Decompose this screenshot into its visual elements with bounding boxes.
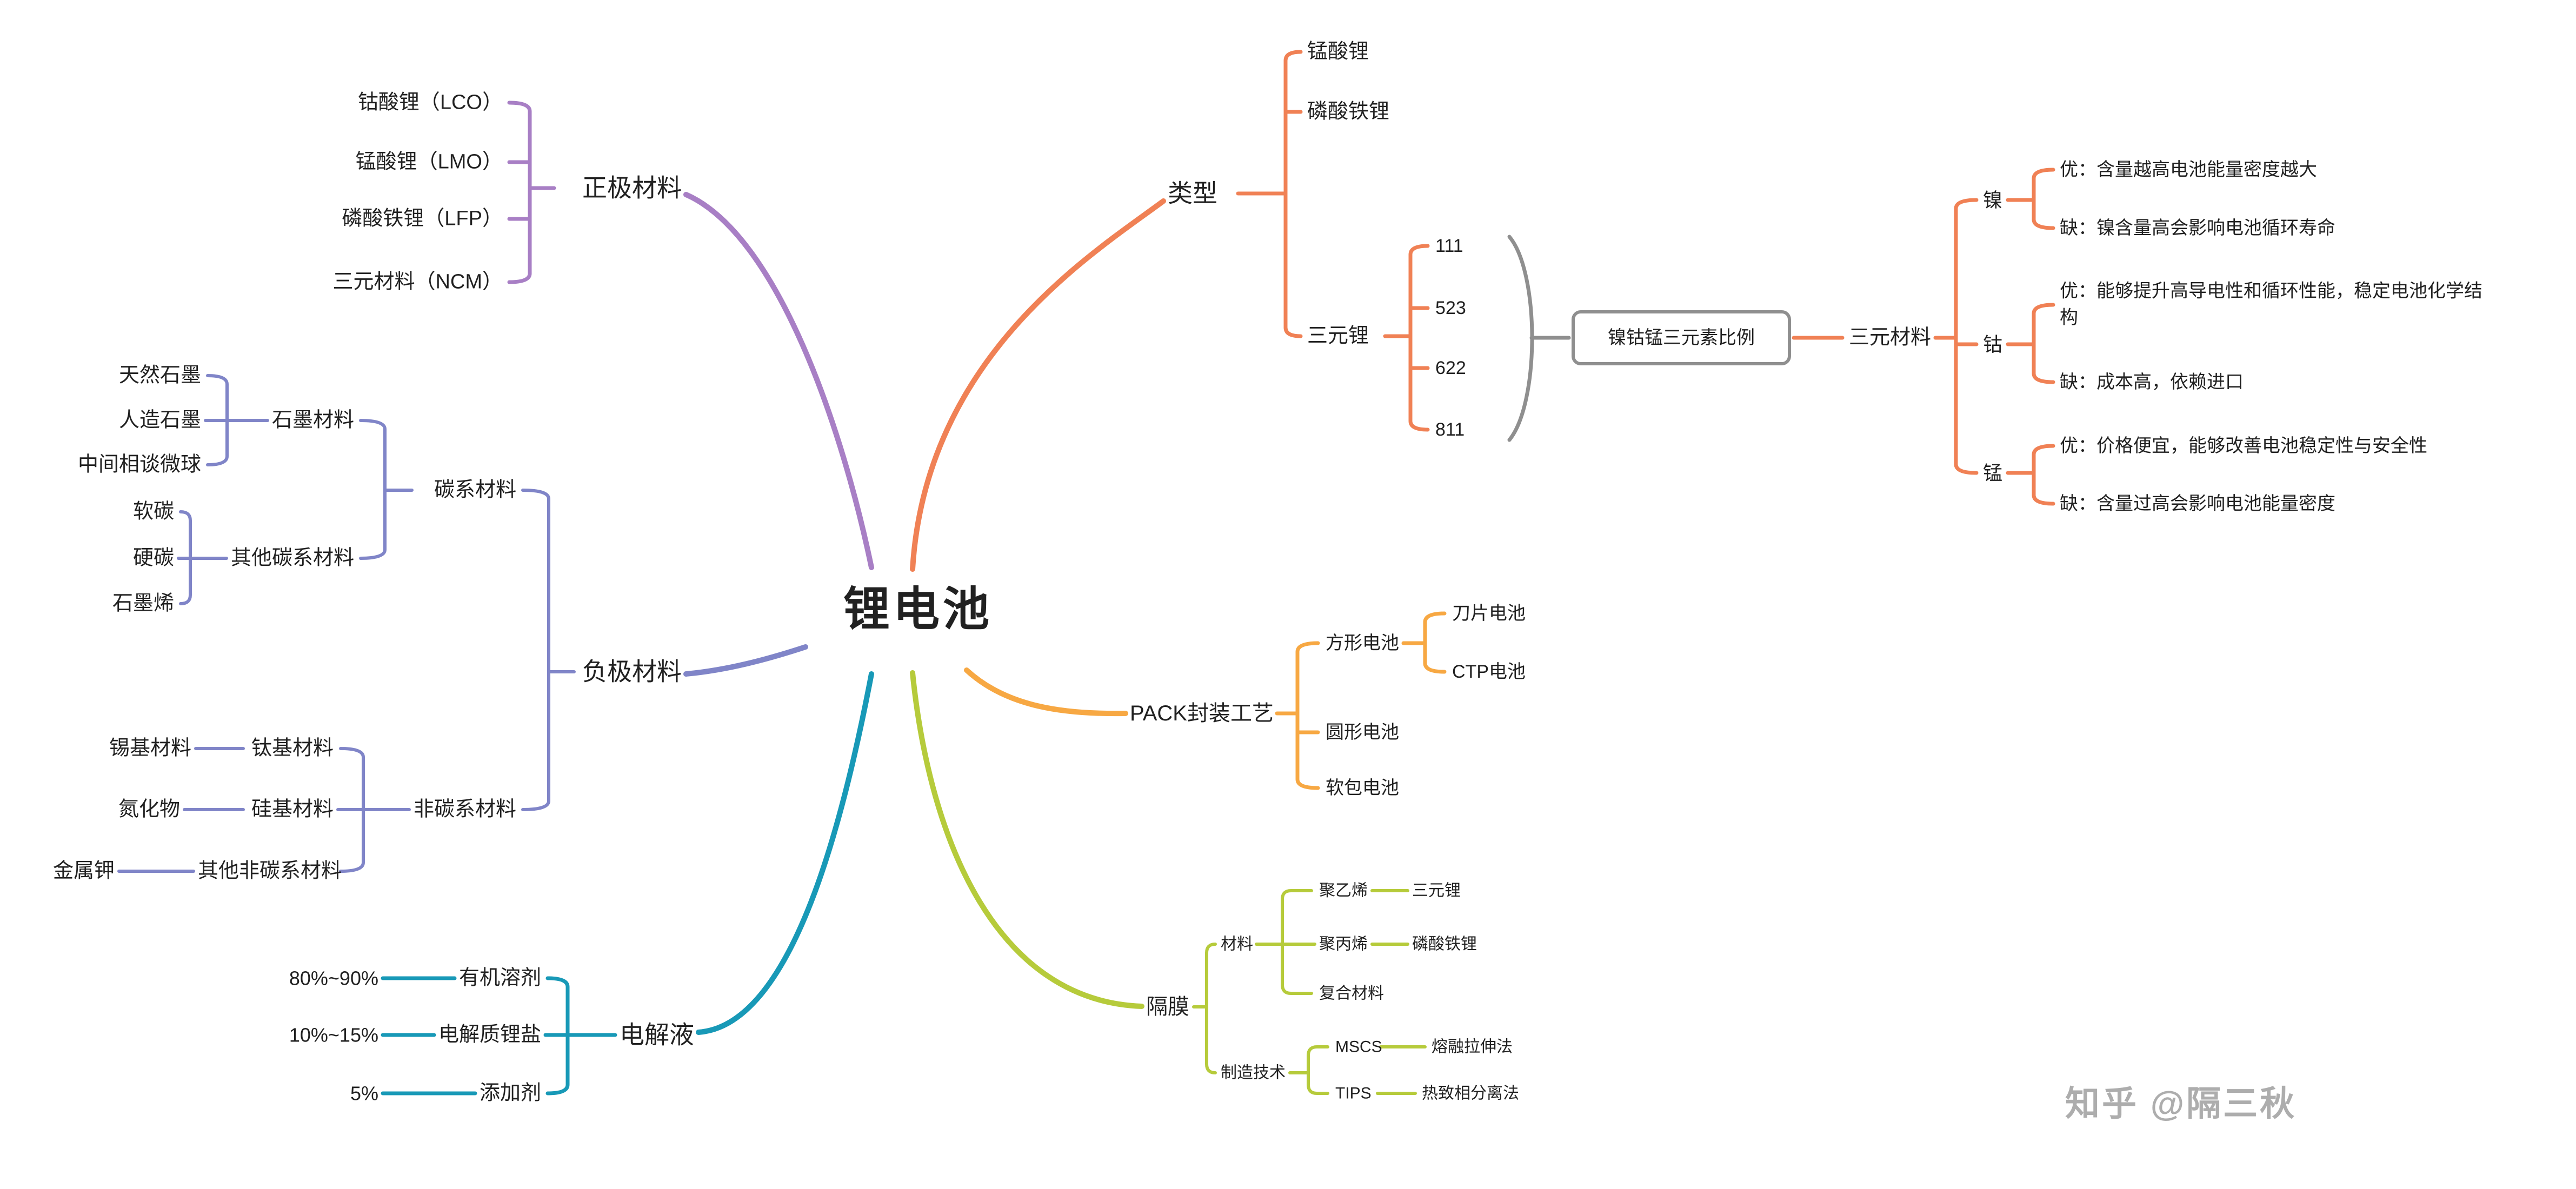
electrolyte-bracket [543, 976, 617, 1096]
node-ternary-lithium: 三元锂 [1307, 324, 1369, 348]
curve-center-pack [964, 667, 1128, 717]
graphite-bracket [204, 374, 269, 466]
curve-center-type [910, 198, 1166, 572]
node-soft-carbon: 软碳 [132, 500, 174, 523]
node-organic-solvent: 有机溶剂 [458, 966, 541, 990]
nickel-brace [2006, 168, 2055, 230]
text-manganese-pro: 优：价格便宜，能够改善电池稳定性与安全性 [2060, 435, 2427, 456]
node-ncm: 三元材料（NCM） [332, 270, 503, 293]
node-ternary-material: 三元材料 [1849, 326, 1932, 349]
other-carbon-bracket [177, 510, 228, 605]
value-salt-share: 10%~15% [289, 1024, 378, 1046]
node-thermal-phase: 热致相分离法 [1422, 1084, 1519, 1103]
node-titanium: 钛基材料 [251, 737, 334, 760]
zhihu-watermark: 知乎 @隔三秋 [2065, 1084, 2297, 1123]
node-ctp-cell: CTP电池 [1452, 661, 1526, 682]
curve-center-cathode [683, 192, 874, 570]
node-type-lmo: 锰酸锂 [1307, 40, 1369, 63]
node-lmo: 锰酸锂（LMO） [355, 150, 503, 173]
non-carbon-bracket [336, 747, 411, 873]
node-manganese: 锰 [1983, 462, 2003, 484]
node-other-non-carbon: 其他非碳系材料 [197, 859, 342, 883]
node-anode: 负极材料 [582, 657, 682, 686]
text-cobalt-pro: 优：能够提升高导电性和循环性能，稳定电池化学结构 [2060, 280, 2482, 328]
cobalt-brace [2006, 303, 2055, 384]
cathode-bracket [507, 101, 556, 284]
node-composite: 复合材料 [1319, 984, 1384, 1003]
square-cell-bracket [1401, 611, 1447, 674]
node-hard-carbon: 硬碳 [132, 546, 174, 570]
node-pouch-cell: 软包电池 [1326, 777, 1399, 798]
node-type: 类型 [1168, 179, 1217, 208]
node-ratio-622: 622 [1435, 357, 1466, 378]
node-cathode: 正极材料 [582, 173, 682, 202]
node-pe: 聚乙烯 [1319, 881, 1368, 900]
ternary-ratio-bracket [1383, 244, 1430, 432]
pack-bracket [1275, 641, 1320, 790]
node-melt-stretch: 熔融拉伸法 [1432, 1038, 1513, 1056]
node-type-lfp: 磷酸铁锂 [1307, 100, 1390, 123]
node-square-cell: 方形电池 [1326, 632, 1399, 653]
node-potassium: 金属钾 [52, 859, 115, 883]
node-lfp: 磷酸铁锂（LFP） [342, 207, 503, 230]
node-blade-cell: 刀片电池 [1452, 603, 1526, 624]
separator-bracket [1192, 943, 1217, 1074]
material-elements-bracket [1933, 198, 1979, 475]
material-bracket [1255, 889, 1316, 995]
node-graphene: 石墨烯 [112, 592, 174, 615]
carbon-bracket [359, 419, 414, 560]
node-lco: 钴酸锂（LCO） [357, 91, 503, 114]
node-electrolyte: 电解液 [620, 1020, 694, 1049]
note-box-border [1572, 310, 1791, 365]
node-sep-tech: 制造技术 [1221, 1064, 1286, 1082]
node-pack: PACK封装工艺 [1130, 702, 1274, 725]
node-ratio-111: 111 [1435, 235, 1463, 256]
curve-center-separator [910, 670, 1144, 1009]
value-solvent-share: 80%~90% [289, 967, 378, 990]
node-sep-material: 材料 [1221, 935, 1253, 953]
node-carbon: 碳系材料 [434, 478, 516, 502]
node-mscs: MSCS [1335, 1038, 1382, 1056]
text-cobalt-con: 缺：成本高，依赖进口 [2060, 371, 2244, 392]
node-nickel: 镍 [1983, 189, 2003, 211]
node-natural-graphite: 天然石墨 [118, 364, 201, 387]
node-pp: 聚丙烯 [1319, 935, 1368, 953]
node-silicon: 硅基材料 [251, 798, 334, 821]
anode-main-bracket [521, 489, 576, 811]
node-mesocarbon: 中间相谈微球 [77, 453, 201, 476]
text-nickel-pro: 优：含量越高电池能量密度越大 [2060, 159, 2317, 180]
node-other-carbon: 其他碳系材料 [230, 546, 354, 570]
value-additive-share: 5% [350, 1082, 378, 1105]
tech-bracket [1288, 1045, 1329, 1095]
node-lithium-salt: 电解质锂盐 [438, 1023, 541, 1046]
type-bracket [1236, 50, 1303, 338]
node-tin: 锡基材料 [109, 737, 191, 760]
curve-center-electrolyte [696, 671, 874, 1035]
node-pp-target: 磷酸铁锂 [1412, 935, 1477, 953]
node-pe-target: 三元锂 [1412, 881, 1461, 900]
node-additive: 添加剂 [479, 1081, 541, 1105]
root-node: 锂电池 [843, 583, 993, 636]
node-cobalt: 钴 [1983, 333, 2003, 356]
node-nitride: 氮化物 [118, 798, 180, 821]
note-box-label: 镍钴锰三元素比例 [1608, 327, 1755, 348]
text-nickel-con: 缺：镍含量高会影响电池循环寿命 [2060, 217, 2335, 238]
node-ratio-523: 523 [1435, 297, 1466, 318]
ratio-group-brace [1507, 235, 1571, 442]
node-graphite: 石墨材料 [271, 409, 354, 432]
node-cylindrical-cell: 圆形电池 [1326, 722, 1399, 743]
curve-center-anode [683, 644, 808, 677]
node-tips: TIPS [1335, 1084, 1372, 1103]
text-manganese-con: 缺：含量过高会影响电池能量密度 [2060, 493, 2335, 514]
manganese-brace [2006, 444, 2055, 506]
node-artificial-graphite: 人造石墨 [118, 409, 201, 432]
node-non-carbon: 非碳系材料 [413, 798, 516, 821]
node-ratio-811: 811 [1435, 419, 1465, 440]
node-separator: 隔膜 [1146, 995, 1189, 1019]
